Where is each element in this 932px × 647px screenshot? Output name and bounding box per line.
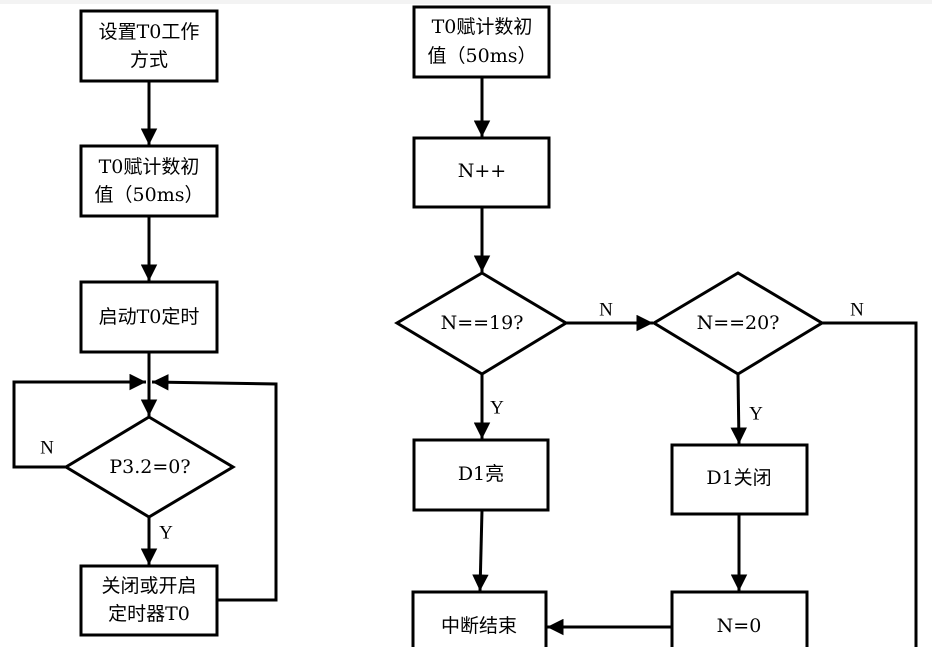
node-text: D1关闭 xyxy=(706,467,771,489)
node-text: P3.2=0? xyxy=(109,456,190,478)
node-text: T0赋计数初 xyxy=(99,156,200,178)
node-text: 值（50ms） xyxy=(95,184,204,206)
label-n19-no: N xyxy=(599,300,613,321)
edge-R4-R6-yes xyxy=(730,373,748,445)
label-n20-yes: Y xyxy=(749,404,763,425)
node-d1-off: D1关闭 xyxy=(670,443,809,516)
node-text: 启动T0定时 xyxy=(99,306,200,328)
node-text: 定时器T0 xyxy=(108,603,190,625)
node-d1-on: D1亮 xyxy=(412,438,550,512)
node-t0-initial-count-isr: T0赋计数初 值（50ms） xyxy=(412,5,551,79)
node-text: 方式 xyxy=(130,49,168,71)
label-left-yes: Y xyxy=(159,523,173,544)
node-text: N++ xyxy=(458,160,506,182)
node-n-reset: N=0 xyxy=(670,590,809,647)
edge-R4-no-right xyxy=(822,321,918,647)
node-decision-n20: N==20? xyxy=(651,271,825,376)
node-start-t0-timer: 启动T0定时 xyxy=(79,280,219,354)
node-toggle-timer-t0: 关闭或开启 定时器T0 xyxy=(79,564,219,637)
node-text: 值（50ms） xyxy=(428,45,537,67)
node-text: N=0 xyxy=(717,615,762,637)
label-n19-yes: Y xyxy=(490,398,504,419)
edge-R5-R7 xyxy=(472,509,489,592)
node-interrupt-end: 中断结束 xyxy=(411,590,548,647)
node-t0-initial-count: T0赋计数初 值（50ms） xyxy=(79,144,219,218)
node-decision-n19: N==19? xyxy=(394,271,569,376)
label-n20-no: N xyxy=(850,300,864,321)
node-set-t0-mode: 设置T0工作 方式 xyxy=(79,9,219,83)
node-n-increment: N++ xyxy=(412,136,551,209)
node-text: N==19? xyxy=(441,312,524,334)
node-text: D1亮 xyxy=(458,463,504,485)
top-margin-strip xyxy=(0,0,932,4)
edge-L4-no-loop xyxy=(12,373,146,469)
edge-L5-return-loop xyxy=(151,374,278,602)
node-decision-p32: P3.2=0? xyxy=(63,415,236,519)
node-text: 中断结束 xyxy=(441,615,517,637)
label-left-no: N xyxy=(40,438,54,459)
node-text: T0赋计数初 xyxy=(432,16,533,38)
node-text: N==20? xyxy=(697,312,780,334)
node-text: 关闭或开启 xyxy=(101,575,196,597)
node-text: 设置T0工作 xyxy=(99,21,200,43)
